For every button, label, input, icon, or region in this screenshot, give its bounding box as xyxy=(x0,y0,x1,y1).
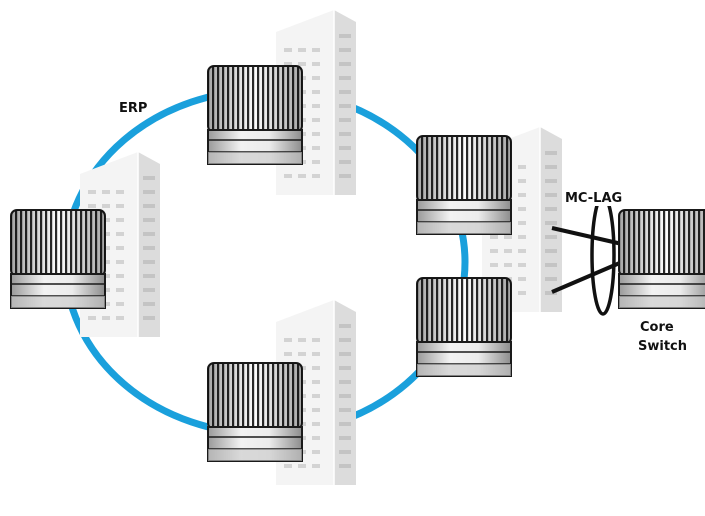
core-switch-icon xyxy=(618,209,705,309)
switch-icon xyxy=(10,209,106,309)
node-top xyxy=(207,9,357,196)
label-core-switch: Core Switch xyxy=(638,320,687,354)
mc-lag-links xyxy=(551,194,623,316)
core-label-line1: Core xyxy=(640,320,674,335)
label-mc-lag: MC-LAG xyxy=(563,188,627,206)
switch-icon xyxy=(416,277,512,377)
core-label-line2: Switch xyxy=(638,339,687,354)
switch-icon xyxy=(207,65,303,165)
node-bottom xyxy=(207,299,357,486)
label-erp: ERP xyxy=(117,98,151,116)
core-switch xyxy=(618,209,705,309)
node-right xyxy=(416,126,563,377)
lag-oval xyxy=(590,194,616,316)
mc-lag-label: MC-LAG xyxy=(565,191,622,206)
node-left xyxy=(10,151,161,338)
erp-label: ERP xyxy=(119,101,147,116)
switch-icon xyxy=(416,135,512,235)
switch-icon xyxy=(207,362,303,462)
